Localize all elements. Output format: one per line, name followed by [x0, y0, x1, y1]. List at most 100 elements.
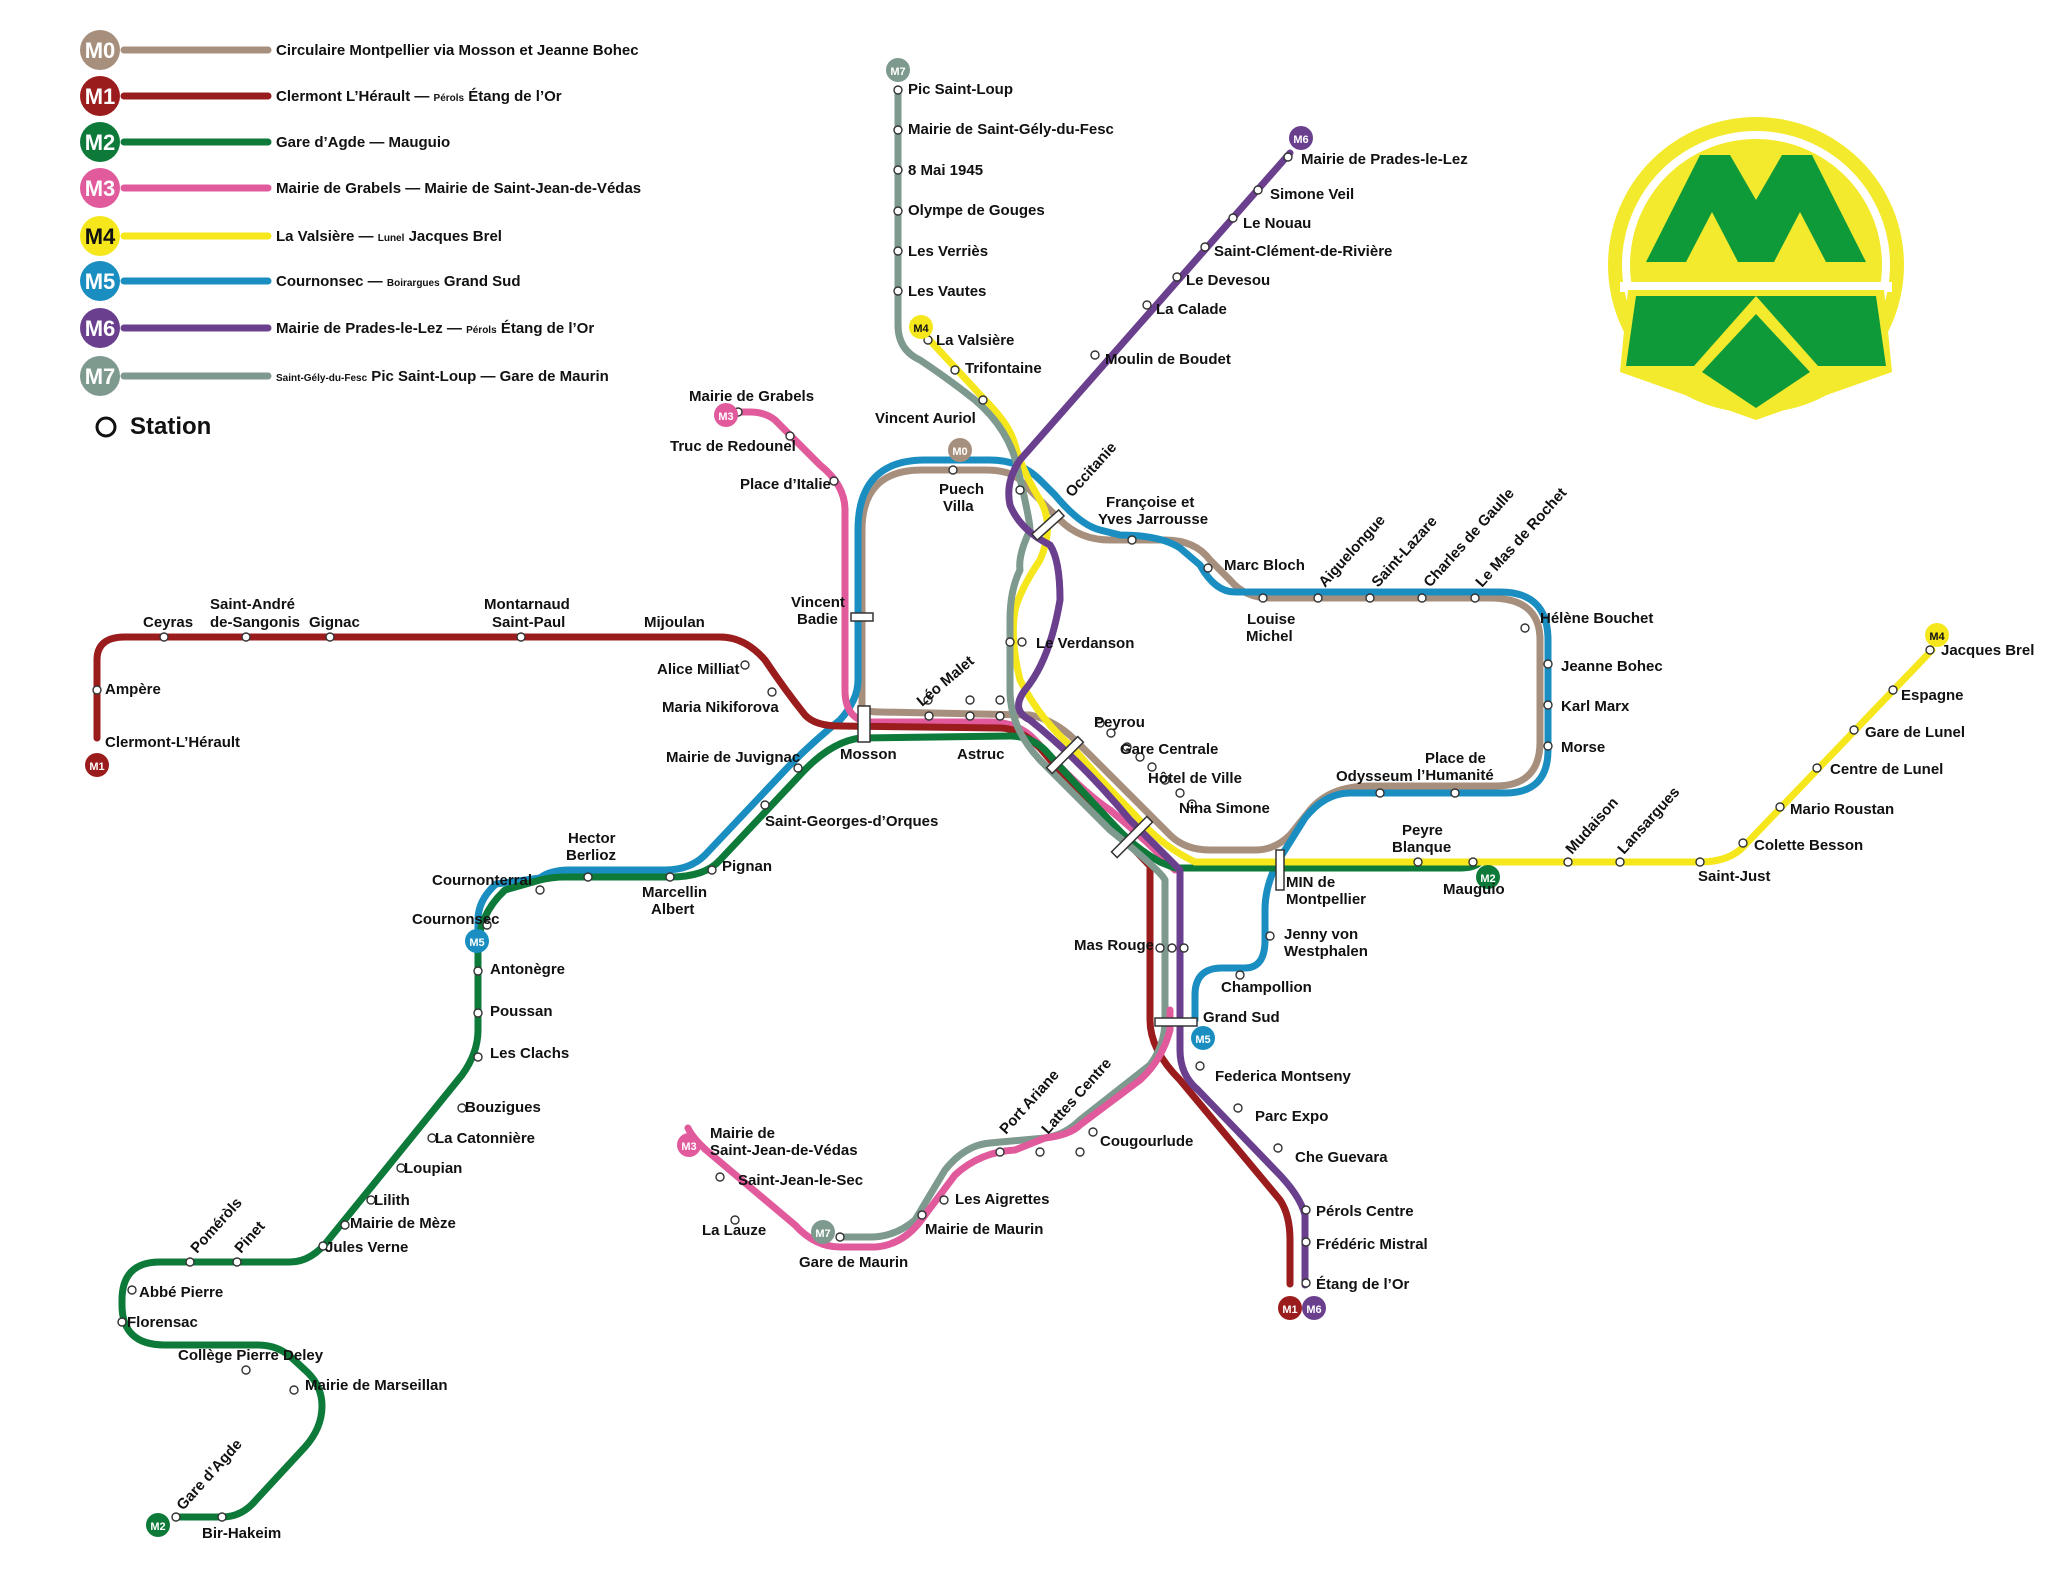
station-dots — [92, 85, 1935, 1522]
svg-text:M3: M3 — [681, 1141, 696, 1153]
station-dot — [965, 711, 975, 721]
svg-text:M7: M7 — [85, 364, 116, 389]
station-dot — [340, 1220, 350, 1230]
station-dot — [917, 1210, 927, 1220]
station-label: Blanque — [1392, 839, 1451, 856]
svg-text:M4: M4 — [913, 323, 929, 335]
station-label: La Calade — [1156, 301, 1227, 318]
station-label: Grand Sud — [1203, 1009, 1280, 1026]
station-label: Saint-Jean-le-Sec — [738, 1172, 863, 1189]
terminal-badge-m2-east: M2 — [1476, 865, 1500, 889]
station-dot — [1301, 1205, 1311, 1215]
station-label: Saint-Jean-de-Védas — [710, 1142, 858, 1159]
terminal-badge-m6-north: M6 — [1289, 126, 1313, 150]
station-dot — [715, 1172, 725, 1182]
station-label: Puech — [939, 481, 984, 498]
station-label: l’Humanité — [1417, 767, 1494, 784]
station-label: Saint-André — [210, 596, 295, 613]
line-m6 — [1005, 149, 1309, 1289]
svg-text:M3: M3 — [718, 411, 733, 423]
station-label: Pérols Centre — [1316, 1203, 1414, 1220]
station-label: Parc Expo — [1255, 1108, 1328, 1125]
station-label: Olympe de Gouges — [908, 202, 1045, 219]
station-label: Le Mas de Rochet — [1472, 485, 1570, 591]
station-dot — [1235, 970, 1245, 980]
terminal-badge-m0: M0 — [948, 438, 972, 462]
station-dot — [1283, 152, 1293, 162]
station-dot — [1888, 685, 1898, 695]
station-dot — [1543, 741, 1553, 751]
station-label: Hôtel de Ville — [1148, 770, 1242, 787]
station-dot — [1155, 943, 1165, 953]
station-dot — [1265, 931, 1275, 941]
station-dot — [289, 1385, 299, 1395]
station-dot — [1775, 802, 1785, 812]
station-dot — [1520, 623, 1530, 633]
terminal-badge-m3-south: M3 — [677, 1133, 701, 1157]
station-dot — [1468, 857, 1478, 867]
station-dot — [241, 632, 251, 642]
station-label: Pignan — [722, 858, 772, 875]
station-dot — [1015, 485, 1025, 495]
station-label: Mario Roustan — [1790, 801, 1894, 818]
station-dot — [893, 125, 903, 135]
station-dot — [1090, 350, 1100, 360]
station-dot — [1812, 763, 1822, 773]
station-dot — [1122, 742, 1132, 752]
station-dot — [978, 395, 988, 405]
station-label: Moulin de Boudet — [1105, 351, 1231, 368]
station-label: Mairie de Prades-le-Lez — [1301, 151, 1468, 168]
station-label: Abbé Pierre — [139, 1284, 223, 1301]
svg-text:M0: M0 — [952, 446, 967, 458]
station-label: Astruc — [957, 746, 1005, 763]
station-label: Le Nouau — [1243, 215, 1311, 232]
legend-item-m4: M4 La Valsière — Lunel Jacques Brel — [80, 216, 502, 256]
terminal-badge-m2-west: M2 — [146, 1513, 170, 1537]
station-label: Peyre — [1402, 822, 1443, 839]
legend-item-m6: M6 Mairie de Prades-le-Lez — Pérols Étan… — [80, 308, 594, 348]
station-dot — [1135, 752, 1145, 762]
legend-text-m3: Mairie de Grabels — Mairie de Saint-Jean… — [276, 180, 641, 197]
station-label: Hector — [568, 830, 616, 847]
station-label: MIN de — [1286, 874, 1335, 891]
station-label: Yves Jarrousse — [1098, 511, 1208, 528]
station-dot — [1543, 659, 1553, 669]
station-dot — [1563, 857, 1573, 867]
station-dot — [473, 1008, 483, 1018]
station-label: Les Vautes — [908, 283, 986, 300]
station-label: La Catonnière — [435, 1130, 535, 1147]
svg-text:M1: M1 — [89, 761, 104, 773]
station-label: Florensac — [127, 1314, 198, 1331]
station-dot — [1187, 799, 1197, 809]
station-label: Mosson — [840, 746, 897, 763]
station-dot — [482, 920, 492, 930]
legend-text-m1: Clermont L’Hérault — Pérols Étang de l’O… — [276, 88, 562, 105]
station-dot — [893, 165, 903, 175]
station-dot — [950, 365, 960, 375]
station-dot — [995, 695, 1005, 705]
station-label: Gare de Maurin — [799, 1254, 908, 1271]
station-dot — [893, 206, 903, 216]
svg-text:M5: M5 — [1195, 1034, 1210, 1046]
station-label: Champollion — [1221, 979, 1312, 996]
badge-m5 — [80, 261, 120, 301]
station-label: Peyrou — [1094, 714, 1145, 731]
station-label: Frédéric Mistral — [1316, 1236, 1428, 1253]
line-m5 — [474, 456, 1552, 1024]
station-label: Loupian — [404, 1160, 462, 1177]
station-dot — [1106, 728, 1116, 738]
station-dot — [1695, 857, 1705, 867]
station-label: Marcellin — [642, 884, 707, 901]
station-label: Jules Verne — [325, 1239, 408, 1256]
line-m3-south — [684, 1006, 1174, 1251]
station-dot — [1175, 788, 1185, 798]
terminal-badge-m7-north: M7 — [886, 58, 910, 82]
terminal-badge-m1-south: M1 — [1278, 1296, 1302, 1320]
station-label: Les Aigrettes — [955, 1191, 1049, 1208]
station-dot — [1253, 185, 1263, 195]
station-label: Lansargues — [1614, 784, 1683, 858]
station-label: Colette Besson — [1754, 837, 1863, 854]
station-label: Bouzigues — [465, 1099, 541, 1116]
station-dot — [1450, 788, 1460, 798]
station-label: Hélène Bouchet — [1540, 610, 1653, 627]
